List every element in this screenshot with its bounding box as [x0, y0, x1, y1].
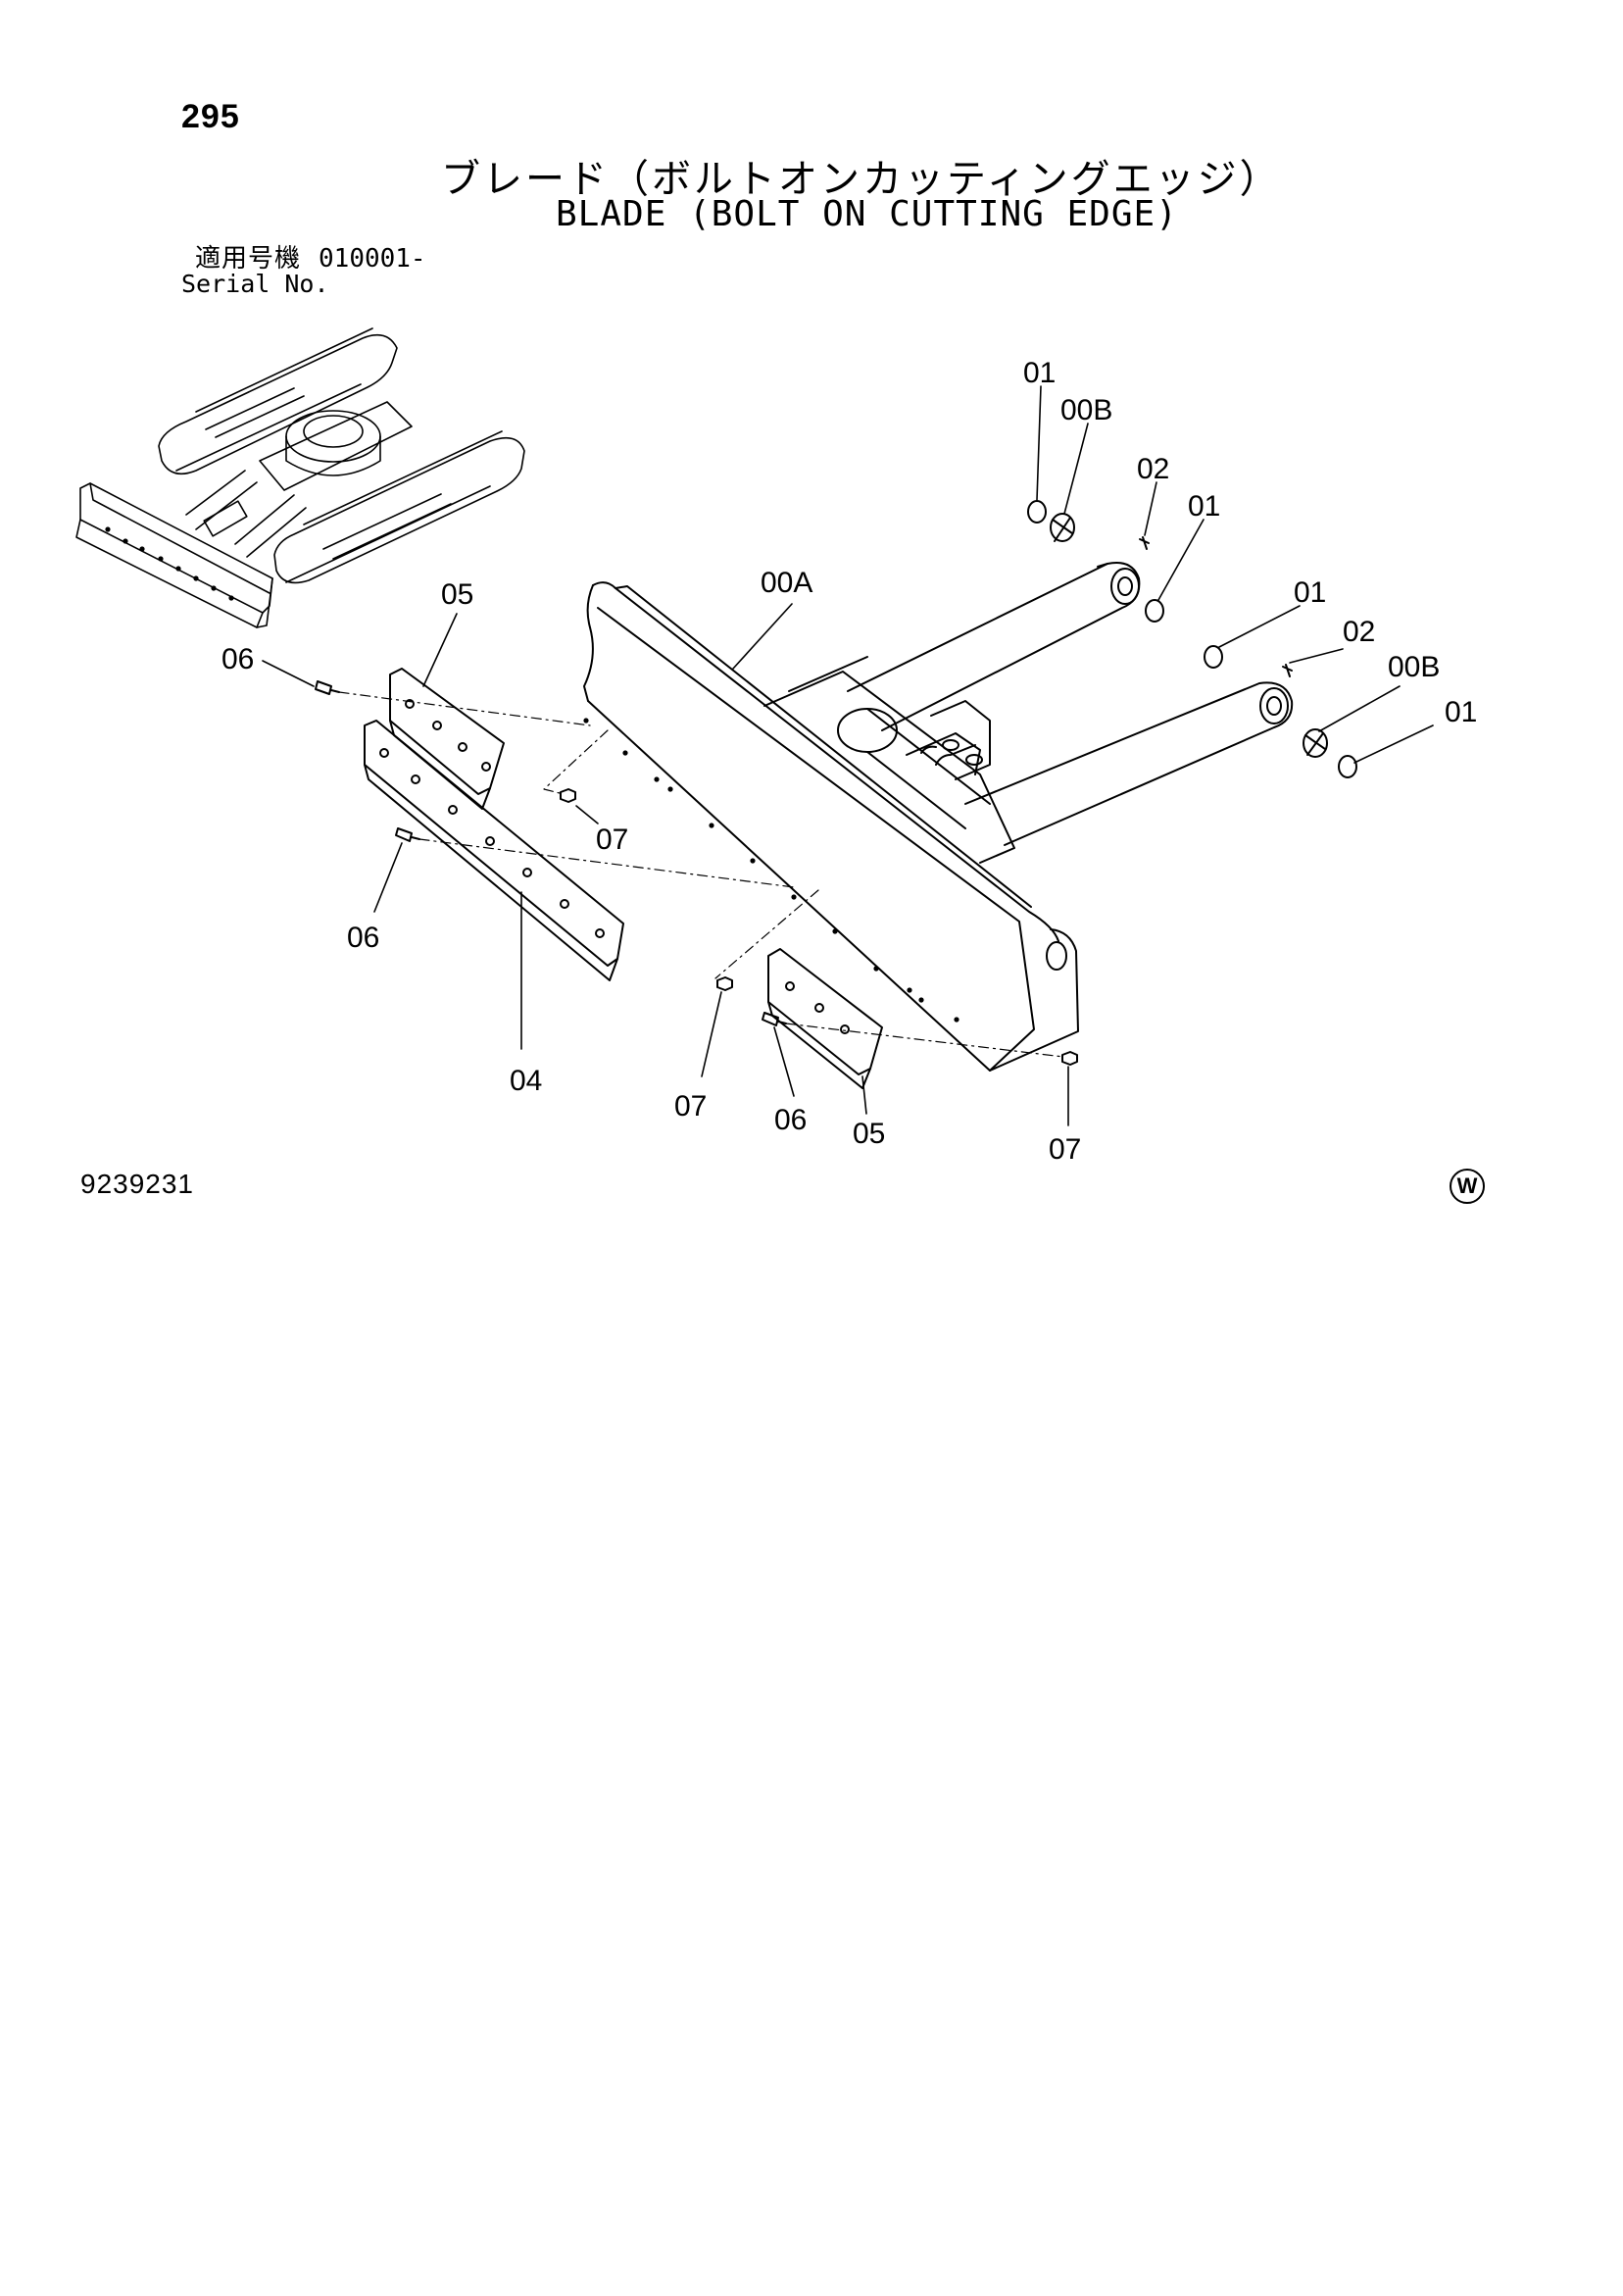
callout-05-bottom: 05 — [853, 1118, 885, 1150]
snap-ring-01-lower-right — [1338, 755, 1357, 778]
side-cutter-05-lower — [767, 948, 883, 1075]
callout-06-left: 06 — [347, 922, 379, 954]
side-cutter-05-upper — [389, 668, 505, 795]
callout-02-lower: 02 — [1343, 616, 1375, 648]
callout-07-bottom: 07 — [674, 1090, 707, 1123]
callout-00B-top: 00B — [1060, 394, 1112, 426]
callout-02-top: 02 — [1137, 453, 1169, 485]
callout-05-top: 05 — [441, 578, 473, 611]
leader-lines — [262, 385, 1434, 1126]
callout-labels: 01 00B 02 01 01 02 00B 01 00A 05 06 07 0… — [221, 357, 1477, 1166]
grease-fitting-02-lower — [1282, 664, 1293, 677]
nut-07-mid — [560, 788, 576, 803]
callout-07-right: 07 — [1049, 1133, 1081, 1166]
assembly-lines — [338, 691, 1064, 1058]
callout-04: 04 — [510, 1065, 542, 1097]
blade-bolt-holes — [583, 718, 959, 1023]
callout-01-lower-left: 01 — [1294, 576, 1326, 609]
callout-00A: 00A — [761, 567, 812, 599]
snap-ring-01-lower-left — [1204, 645, 1223, 669]
page-number: 295 — [181, 98, 240, 135]
snap-ring-01-upper-left — [1027, 500, 1047, 524]
callout-01-upper-right: 01 — [1188, 490, 1220, 523]
serial-label-japanese: 適用号機 — [195, 243, 302, 273]
callout-07-mid: 07 — [596, 824, 628, 856]
cutting-edges — [364, 668, 883, 1089]
exploded-view-diagram: 01 00B 02 01 01 02 00B 01 00A 05 06 07 0… — [75, 327, 1477, 1166]
bolt-06-bottom — [762, 1012, 787, 1026]
bushing-00B-lower — [1303, 728, 1328, 758]
bushing-00B-upper — [1050, 513, 1075, 542]
serial-block: 適用号機 010001- Serial No. — [181, 245, 426, 297]
title-japanese: ブレード（ボルトオンカッティングエッジ） — [441, 158, 1282, 201]
callout-06-bottom: 06 — [774, 1104, 807, 1136]
serial-value: 010001- — [319, 244, 426, 274]
machine-overview-thumbnail — [75, 327, 525, 628]
pin-hardware — [1027, 500, 1357, 778]
snap-ring-01-upper-right — [1145, 599, 1164, 623]
blade-assembly-00A — [583, 581, 1079, 1072]
nut-07-right — [1061, 1051, 1078, 1066]
callout-06-top: 06 — [221, 643, 254, 675]
nut-07-bottom — [716, 976, 733, 991]
title-english: BLADE (BOLT ON CUTTING EDGE) — [556, 194, 1178, 234]
callout-01-top: 01 — [1023, 357, 1056, 389]
drawing-number: 9239231 — [80, 1169, 195, 1199]
callout-00B-right: 00B — [1388, 651, 1440, 683]
watermark-symbol: W — [1450, 1169, 1485, 1204]
lift-arms — [847, 562, 1294, 846]
serial-label-english: Serial No. — [181, 270, 329, 298]
bolt-06-top — [315, 680, 340, 695]
bolt-06-left — [395, 827, 420, 842]
grease-fitting-02-upper — [1139, 536, 1150, 550]
fasteners — [315, 680, 1078, 1066]
callout-01-lower-right: 01 — [1445, 696, 1477, 728]
